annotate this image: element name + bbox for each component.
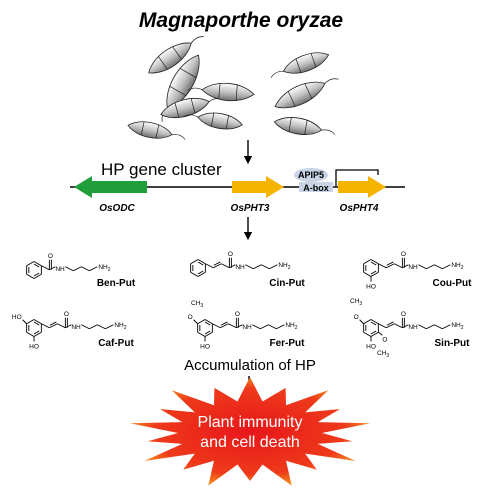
atom-label: HO [12,314,22,321]
outcome-starburst [129,377,371,486]
apip5-label: APIP5 [298,170,324,180]
atom-label: NH2 [285,322,297,331]
accumulation-label: Accumulation of HP [184,357,316,374]
compound-name-ben-put: Ben-Put [97,278,136,289]
conidia-cluster [127,36,339,140]
atom-label: NH2 [114,322,126,331]
methyl-label: CH3 [377,350,389,359]
cluster-label: HP gene cluster [101,160,222,179]
outcome-line-1: Plant immunity [198,414,303,431]
organism-title: Magnaporthe oryzae [139,9,344,32]
atom-label: NH [408,264,418,271]
compound-name-fer-put: Fer-Put [270,338,306,349]
molecule-structure: ONH NH2 [190,251,291,277]
atom-label: HO [366,284,376,291]
spore [187,82,255,102]
atom-label: HO [366,344,376,351]
atom-label: NH2 [451,322,463,331]
spore [161,54,200,123]
atom-label: NH [242,324,252,331]
atom-label: O [401,311,406,318]
atom-label: NH2 [278,262,290,271]
molecule-structure: ONH NH2 [26,253,111,279]
methyl-label: CH3 [350,298,362,307]
atom-label: HO [29,344,39,351]
spore [273,117,336,135]
spore [274,78,339,109]
transcription-start-arrow [335,169,379,186]
atom-label: O [401,251,406,258]
atom-label: NH [235,264,245,271]
atom-label: NH [408,324,418,331]
atom-label: O [64,311,69,318]
pht4-gene-arrow [338,176,386,198]
a-box-element [299,182,333,192]
spore [160,98,224,118]
gene-label-odc: OsODC [99,203,135,214]
atom-label: NH2 [451,262,463,271]
compound-name-sin-put: Sin-Put [435,338,471,349]
pht3-gene-arrow [232,176,284,198]
spore [183,112,243,130]
atom-label: O [228,251,233,258]
compound-name-cin-put: Cin-Put [269,278,305,289]
atom-label: O [188,314,193,321]
atom-label: O [354,314,359,321]
spore [148,36,204,74]
atom-label: NH [71,324,81,331]
compound-name-caf-put: Caf-Put [98,338,134,349]
atom-label: HO [200,344,210,351]
atom-label: O [235,311,240,318]
gene-label-pht3: OsPHT3 [231,203,270,214]
odc-gene-arrow [74,176,147,198]
a-box-label: A-box [303,183,329,193]
atom-label: NH2 [98,264,110,273]
atom-label: O [382,336,387,343]
spore [127,121,186,140]
compound-name-cou-put: Cou-Put [433,278,473,289]
atom-label: O [48,253,53,260]
apip5-binding-oval [294,168,328,182]
gene-label-pht4: OsPHT4 [340,203,379,214]
outcome-line-2: and cell death [200,434,300,451]
spore [270,52,330,79]
methyl-label: CH3 [191,300,203,309]
atom-label: NH [55,266,65,273]
